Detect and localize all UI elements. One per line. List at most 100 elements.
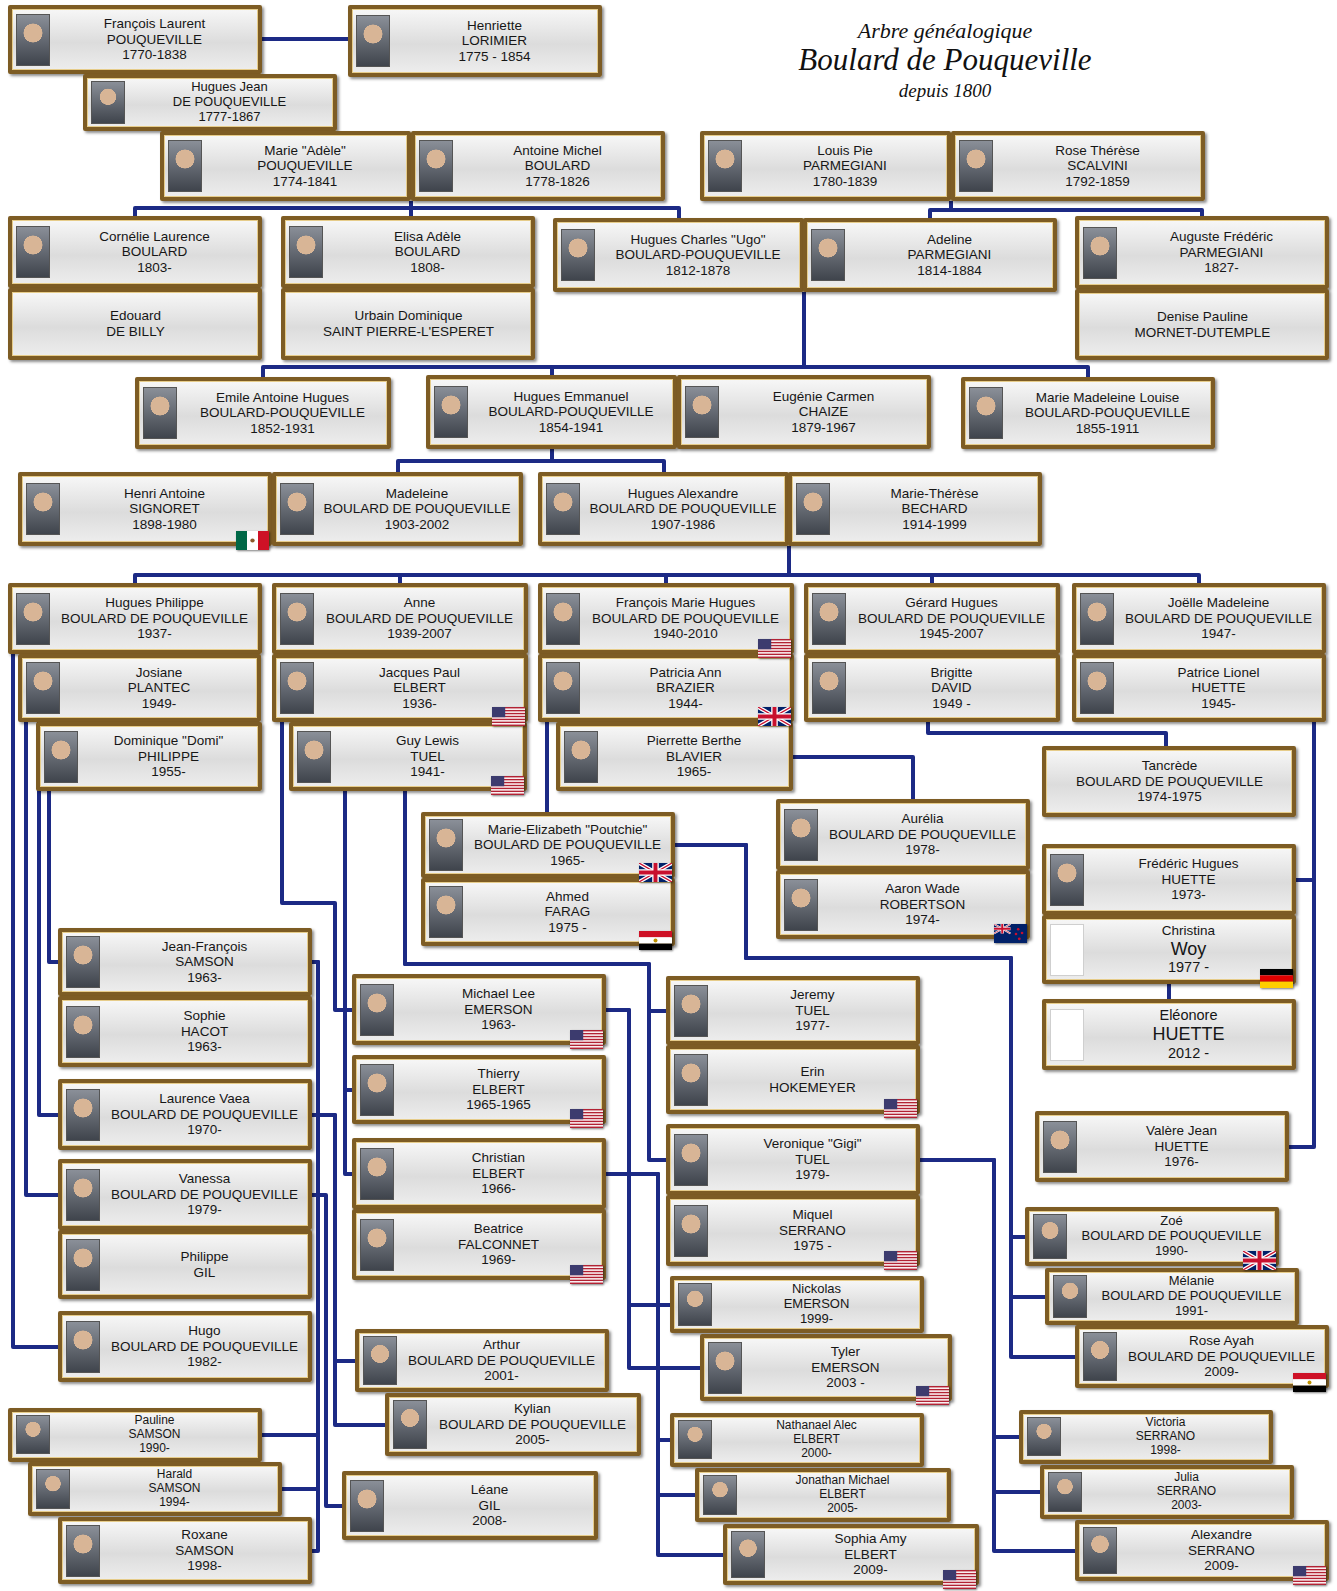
portrait-photo xyxy=(1048,1472,1082,1512)
life-dates: 1854-1941 xyxy=(539,420,604,436)
surname: DE BILLY xyxy=(106,324,164,340)
given-name: Cornélie Laurence xyxy=(99,229,209,245)
surname: BOULARD DE POUQUEVILLE xyxy=(408,1353,595,1369)
person-box: AdelinePARMEGIANI1814-1884 xyxy=(803,218,1057,292)
life-dates: 1914-1999 xyxy=(902,517,967,533)
person-box: ZoéBOULARD DE POUQUEVILLE1990- xyxy=(1025,1207,1279,1266)
surname: HUETTE xyxy=(1153,1024,1225,1045)
given-name: Josiane xyxy=(136,665,183,681)
life-dates: 2009- xyxy=(853,1562,888,1578)
text-area: Hugues AlexandreBOULARD DE POUQUEVILLE19… xyxy=(584,476,782,542)
portrait-photo xyxy=(44,731,78,783)
surname: CHAIZE xyxy=(799,404,849,420)
text-area: Veronique "Gigi"TUEL1979- xyxy=(712,1128,913,1191)
text-area: JosianePLANTEC1949- xyxy=(64,658,254,718)
life-dates: 1974- xyxy=(905,912,940,928)
text-area: ThierryELBERT1965-1965 xyxy=(398,1059,599,1120)
surname: SAMSON xyxy=(175,1543,234,1559)
text-area: Jean-FrançoisSAMSON1963- xyxy=(104,932,305,992)
surname: SAMSON xyxy=(128,1428,180,1442)
given-name: Vanessa xyxy=(179,1171,231,1187)
given-name: Anne xyxy=(404,595,436,611)
portrait-photo xyxy=(1083,1332,1117,1381)
surname: BOULARD DE POUQUEVILLE xyxy=(590,501,777,517)
surname: ROBERTSON xyxy=(880,897,965,913)
person-box: MadeleineBOULARD DE POUQUEVILLE1903-2002 xyxy=(272,472,523,546)
portrait-photo xyxy=(356,15,390,67)
given-name: Harald xyxy=(157,1468,192,1482)
person-box: Marie Madeleine LouiseBOULARD-POUQUEVILL… xyxy=(961,377,1215,449)
text-area: HenrietteLORIMIER1775 - 1854 xyxy=(394,9,595,73)
text-area: Dominique "Domi"PHILIPPE1955- xyxy=(82,726,255,787)
surname: EMERSON xyxy=(784,1297,850,1312)
person-box: AuréliaBOULARD DE POUQUEVILLE1978- xyxy=(776,799,1030,870)
text-area: Urbain DominiqueSAINT PIERRE-L'ESPERET xyxy=(289,292,528,356)
family-line xyxy=(135,201,411,216)
life-dates: 1998- xyxy=(187,1558,222,1574)
portrait-photo xyxy=(429,886,463,938)
life-dates: 2009- xyxy=(1204,1558,1239,1574)
life-dates: 1966- xyxy=(481,1181,516,1197)
text-area: Jonathan MichaelELBERT2005- xyxy=(741,1472,944,1518)
person-box: MélanieBOULARD DE POUQUEVILLE1991- xyxy=(1045,1268,1299,1325)
surname: SERRANO xyxy=(1136,1430,1195,1444)
surname: EMERSON xyxy=(811,1360,879,1376)
portrait-photo xyxy=(674,1205,708,1257)
given-name: Tyler xyxy=(831,1344,860,1360)
person-box: PaulineSAMSON1990- xyxy=(8,1408,262,1462)
text-area: SophieHACOT1963- xyxy=(104,1000,305,1063)
surname: LORIMIER xyxy=(462,33,527,49)
text-area: Auguste FrédéricPARMEGIANI1827- xyxy=(1121,220,1322,285)
person-box: Aaron WadeROBERTSON1974- xyxy=(776,870,1030,939)
given-name: Jeremy xyxy=(790,987,834,1003)
text-area: ZoéBOULARD DE POUQUEVILLE1990- xyxy=(1071,1211,1272,1262)
life-dates: 1969- xyxy=(481,1252,516,1268)
given-name: Victoria xyxy=(1146,1416,1186,1430)
surname: ELBERT xyxy=(393,680,445,696)
given-name: Louis Pie xyxy=(817,143,873,159)
family-line xyxy=(789,546,1199,583)
person-box: MiquelSERRANO1975 - xyxy=(666,1195,920,1266)
portrait-photo xyxy=(685,386,719,438)
text-area: MélanieBOULARD DE POUQUEVILLE1991- xyxy=(1091,1272,1292,1321)
portrait-photo xyxy=(812,593,846,645)
person-box: Patricia AnnBRAZIER1944- xyxy=(538,654,794,722)
given-name: Aurélia xyxy=(901,811,943,827)
surname: BOULARD DE POUQUEVILLE xyxy=(439,1417,626,1433)
family-line xyxy=(1167,984,1171,999)
surname: BOULARD DE POUQUEVILLE xyxy=(1128,1349,1315,1365)
surname: HUETTE xyxy=(1155,1139,1209,1155)
surname: BOULARD DE POUQUEVILLE xyxy=(326,611,513,627)
surname: POUQUEVILLE xyxy=(257,158,352,174)
given-name: Erin xyxy=(800,1064,824,1080)
family-line xyxy=(930,201,951,218)
person-box: Marie-ThérèseBECHARD1914-1999 xyxy=(788,472,1042,546)
given-name: François Laurent xyxy=(104,16,205,32)
person-box: Rose ThérèseSCALVINI1792-1859 xyxy=(951,131,1205,201)
surname: BOULARD DE POUQUEVILLE xyxy=(111,1107,298,1123)
given-name: Auguste Frédéric xyxy=(1170,229,1273,245)
portrait-photo xyxy=(26,662,60,714)
given-name: Miquel xyxy=(793,1207,833,1223)
given-name: Mélanie xyxy=(1169,1274,1215,1289)
text-area: Denise PaulineMORNET-DUTEMPLE xyxy=(1083,293,1322,356)
text-area: Eugénie CarmenCHAIZE1879-1967 xyxy=(723,379,924,445)
person-box: Hugues EmmanuelBOULARD-POUQUEVILLE1854-1… xyxy=(426,375,677,449)
person-box: ThierryELBERT1965-1965 xyxy=(352,1055,606,1124)
portrait-photo xyxy=(419,140,453,192)
person-box: Patrice LionelHUETTE1945- xyxy=(1072,654,1326,722)
portrait-photo xyxy=(812,662,846,714)
life-dates: 1903-2002 xyxy=(385,517,450,533)
surname: BOULARD DE POUQUEVILLE xyxy=(324,501,511,517)
person-box: TylerEMERSON2003 - xyxy=(700,1334,952,1401)
person-box: JeremyTUEL1977- xyxy=(666,976,920,1045)
text-area: TylerEMERSON2003 - xyxy=(746,1338,945,1397)
given-name: Aaron Wade xyxy=(885,881,960,897)
portrait-photo xyxy=(434,386,468,438)
given-name: Julia xyxy=(1174,1471,1199,1485)
person-box: Jean-FrançoisSAMSON1963- xyxy=(58,928,312,996)
life-dates: 1999- xyxy=(800,1312,833,1327)
text-area: EdouardDE BILLY xyxy=(16,292,255,356)
portrait-photo xyxy=(280,662,314,714)
given-name: Marie Madeleine Louise xyxy=(1036,390,1179,406)
